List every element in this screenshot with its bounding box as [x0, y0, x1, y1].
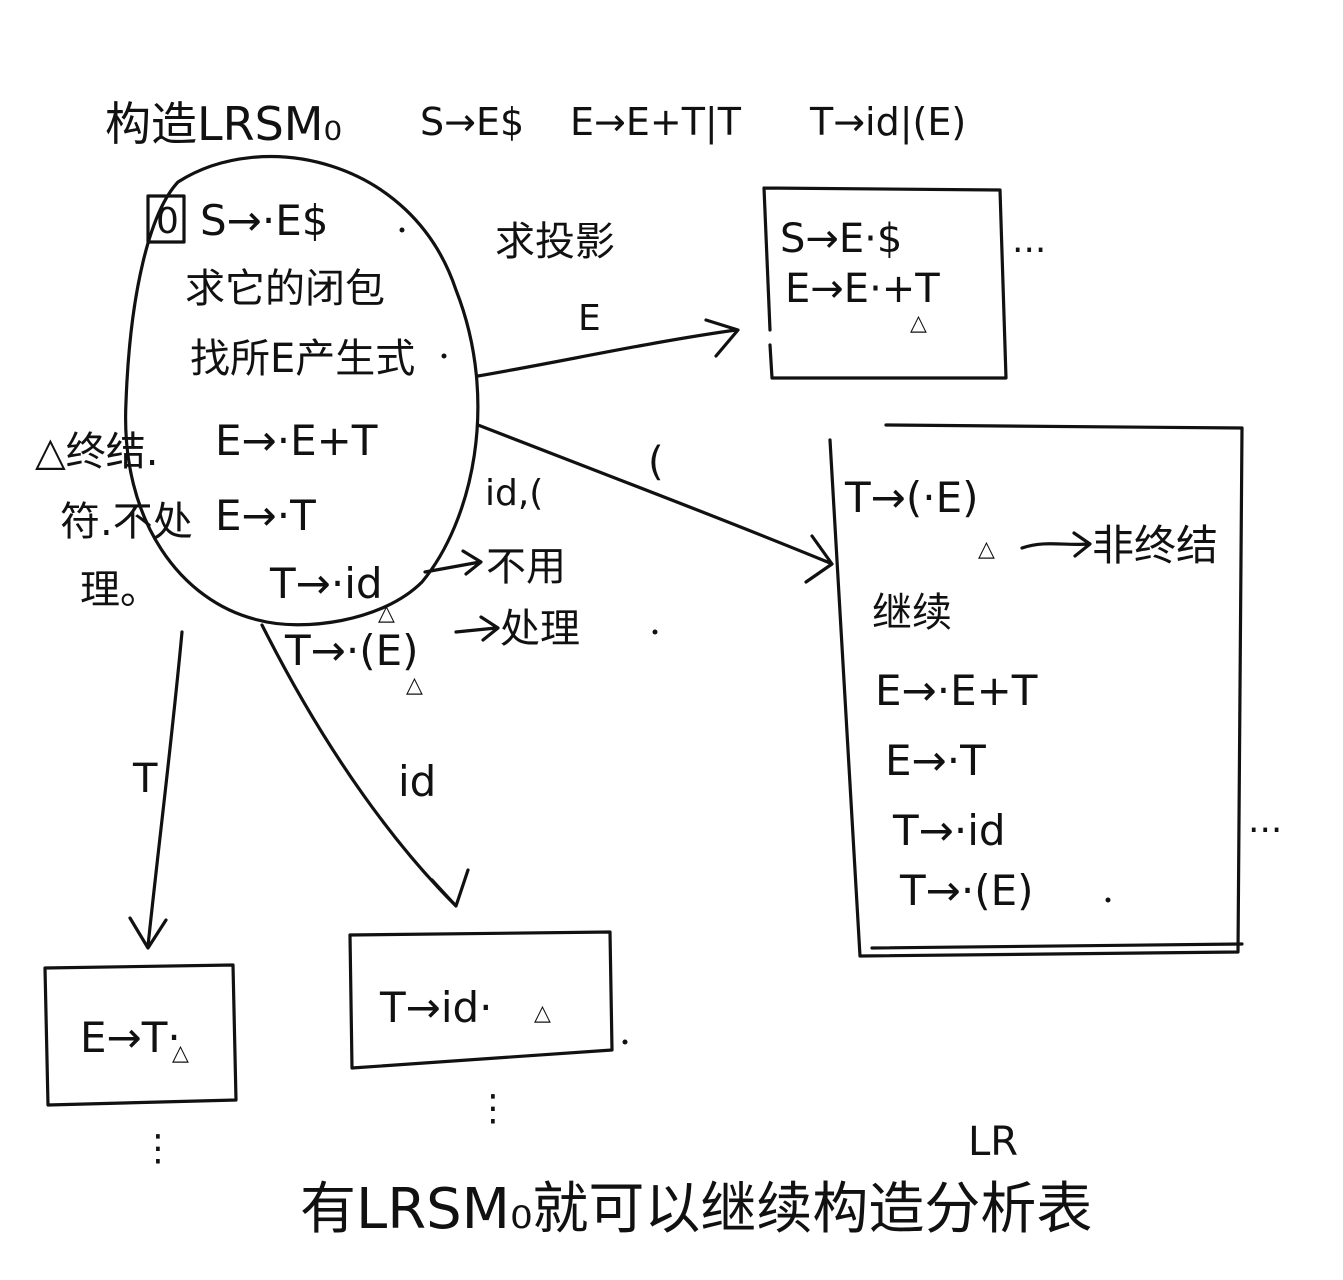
more-states-vdots: ⋮	[140, 1128, 176, 1169]
terminal-symbols-note: id,(	[485, 473, 543, 514]
stray-dot	[441, 353, 447, 359]
stray-dot	[399, 227, 405, 233]
state-e-item: E→E·+T	[785, 266, 940, 312]
grammar-rule-s: S→E$	[420, 100, 524, 144]
dot-position-triangle: △	[172, 1041, 189, 1066]
terminal-note-line: △终结.	[35, 429, 158, 475]
nonterminal-arrow	[1020, 531, 1092, 558]
state0-item: T→·id	[269, 559, 383, 608]
transition-arrow-id	[260, 623, 470, 908]
page-title: 构造LRSM₀	[105, 97, 342, 151]
transition-label-id: id	[398, 757, 436, 806]
state-t-box	[43, 963, 238, 1107]
transition-label-paren: (	[648, 439, 664, 485]
terminal-note-line: 符.不处	[60, 499, 193, 545]
no-process-note: 不用	[486, 544, 566, 590]
grammar-rule-e: E→E+T|T	[570, 100, 742, 145]
dot-position-triangle: △	[910, 311, 927, 336]
stray-dot	[652, 629, 658, 635]
state-t-item: E→T·	[80, 1013, 181, 1062]
state0-step-find-productions: 找所E产生式	[190, 336, 415, 382]
state-paren-item: E→·E+T	[875, 666, 1038, 715]
transition-arrow-t	[128, 630, 184, 950]
more-states-ellipsis: ···	[1248, 810, 1282, 851]
dot-position-triangle: △	[534, 1001, 551, 1026]
state-paren-item: T→·(E)	[899, 866, 1034, 915]
projection-label: 求投影	[495, 219, 615, 265]
state0-start-item: S→·E$	[200, 196, 328, 245]
dot-position-triangle: △	[378, 601, 395, 626]
state0-item: E→·T	[215, 491, 316, 540]
terminal-note-line: 理。	[80, 567, 160, 613]
state-paren-kernel: T→(·E)	[844, 473, 979, 522]
state-paren-box	[828, 423, 1244, 958]
more-states-vdots: ⋮	[475, 1088, 511, 1129]
transition-label-e: E	[578, 298, 601, 339]
state-e-item: S→E·$	[780, 216, 902, 262]
process-arrow	[454, 615, 500, 642]
state0-number: 0	[156, 201, 179, 242]
footer-conclusion: 有LRSM₀就可以继续构造分析表	[300, 1177, 1092, 1242]
stray-dot	[622, 1039, 628, 1045]
state-paren-item: E→·T	[885, 736, 986, 785]
more-states-ellipsis: ···	[1012, 230, 1046, 271]
state0-ellipse	[124, 154, 480, 627]
transition-label-t: T	[132, 756, 158, 802]
footer-insertion: LR	[968, 1119, 1018, 1165]
state-paren-box-underline	[870, 942, 1244, 950]
continue-note: 继续	[872, 590, 952, 636]
process-note: 处理	[500, 606, 580, 652]
no-process-arrow	[423, 549, 483, 576]
dot-position-triangle: △	[406, 673, 423, 698]
transition-arrow-e	[476, 318, 740, 378]
state-id-item: T→id·	[379, 983, 493, 1032]
state0-step-closure: 求它的闭包	[185, 266, 385, 312]
state0-number-box	[146, 194, 186, 244]
grammar-rule-t: T→id|(E)	[809, 100, 966, 145]
state-id-box	[348, 930, 614, 1070]
state-paren-item: T→·id	[892, 806, 1006, 855]
transition-arrow-paren	[476, 423, 834, 584]
state0-item: T→·(E)	[284, 626, 419, 675]
state-e-box	[762, 186, 1008, 380]
dot-position-triangle: △	[978, 537, 995, 562]
stray-dot	[1105, 897, 1111, 903]
state0-item: E→·E+T	[215, 416, 378, 465]
nonterminal-note: 非终结	[1092, 521, 1218, 570]
